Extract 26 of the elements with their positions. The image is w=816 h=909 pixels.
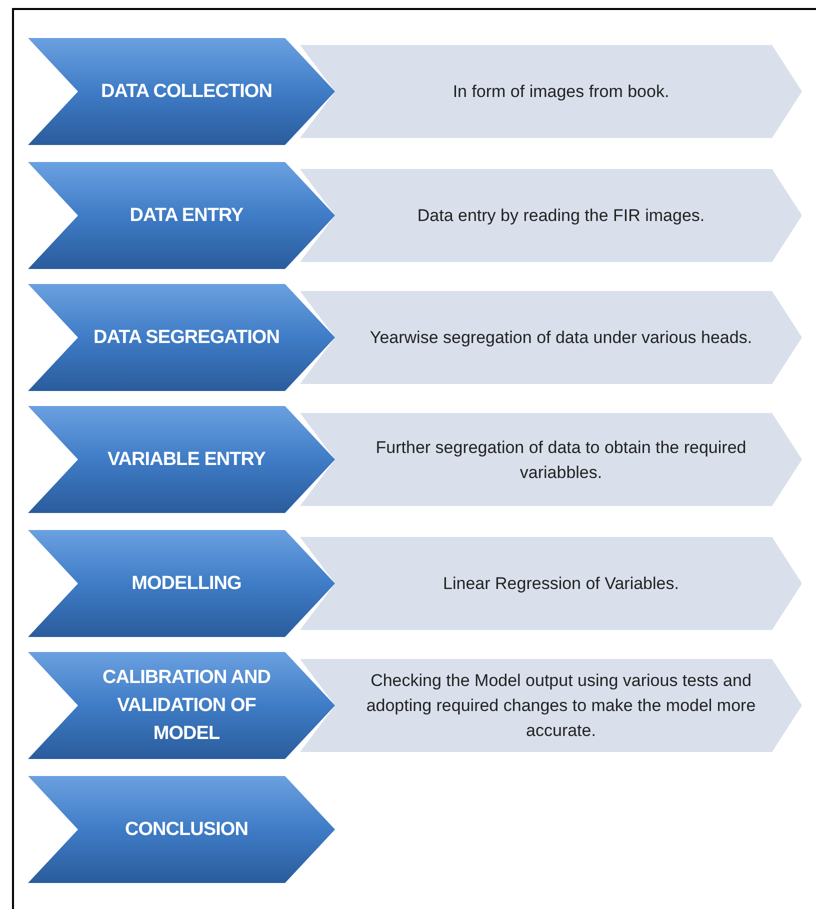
step-label: DATA SEGREGATION [92,326,280,350]
step-label: CONCLUSION [124,818,249,842]
step-label: CALIBRATION AND VALIDATION OF MODEL [101,666,272,746]
chevron-step [28,776,335,883]
chevron-description [300,659,802,752]
step-label: MODELLING [130,572,242,596]
chevron-step [28,652,335,759]
step-label: DATA ENTRY [128,204,244,228]
chevron-step [28,530,335,637]
step-description: Data entry by reading the FIR images. [416,205,706,227]
chevron-step [28,162,335,269]
step-description: Linear Regression of Variables. [442,573,680,595]
chevron-step [28,38,335,145]
chevron-step [28,284,335,391]
chevron-description [300,169,802,262]
step-description: Further segregation of data to obtain the required variabbles. [374,436,748,484]
step-description: In form of images from book. [452,81,670,103]
chevron-description [300,413,802,506]
step-label: VARIABLE ENTRY [106,448,267,472]
chevron-description [300,537,802,630]
step-description: Yearwise segregation of data under various heads. [368,327,754,349]
chevron-description [300,45,802,138]
chevron-step [28,406,335,513]
step-description: Checking the Model output using various tests and adopting required changes to make the model more accurate. [365,670,757,742]
chevron-description [300,291,802,384]
step-label: DATA COLLECTION [100,80,273,104]
